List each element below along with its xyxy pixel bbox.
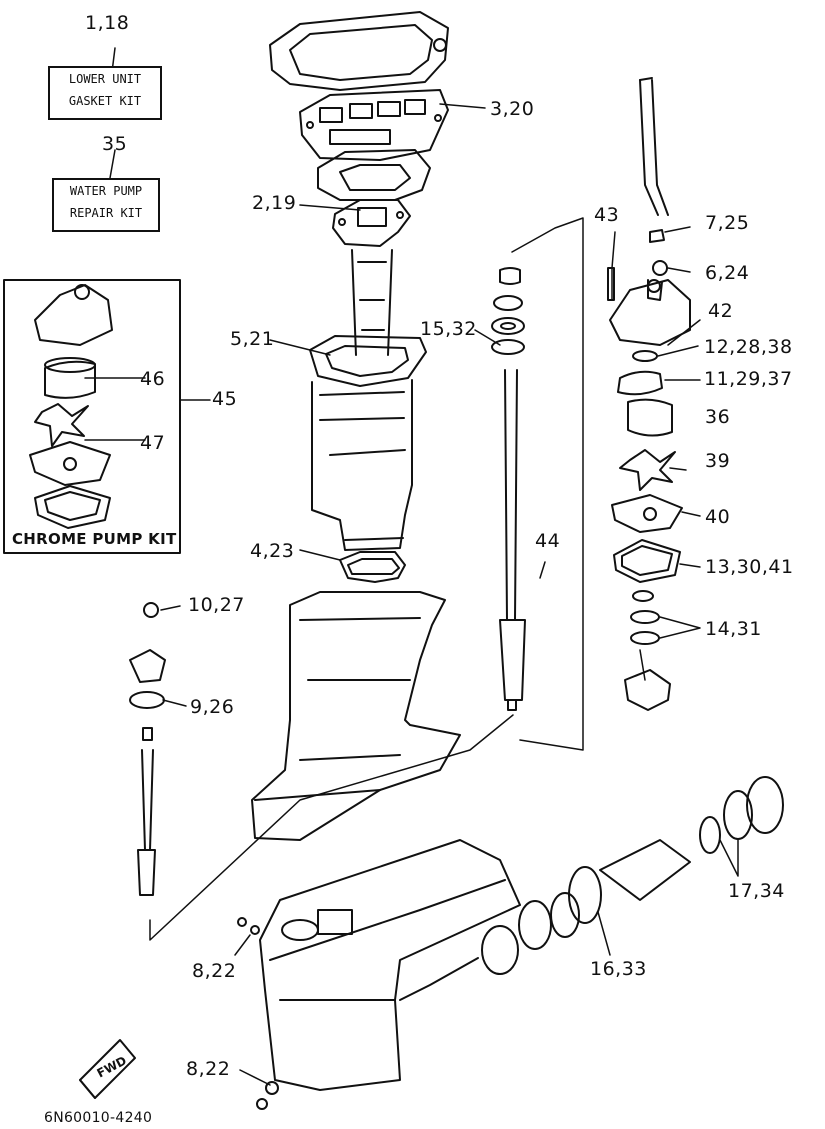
chrome-pump-kit-frame: [3, 279, 181, 554]
lower-unit-line1: LOWER UNIT: [68, 72, 142, 86]
callout-2-19: 2,19: [252, 192, 297, 214]
callout-47: 47: [140, 432, 166, 454]
lower-casing: [251, 591, 461, 841]
shift-rod: [129, 602, 166, 896]
callout-16-33: 16,33: [590, 958, 647, 980]
lower-unit-line2: GASKET KIT: [68, 94, 142, 108]
callout-10-27: 10,27: [188, 594, 245, 616]
callout-11-29-37: 11,29,37: [704, 368, 793, 390]
lower-unit-gasket-kit-box: LOWER UNIT GASKET KIT: [48, 66, 162, 120]
kit-ref-chrome-pump: 45: [212, 388, 238, 410]
callout-14-31: 14,31: [705, 618, 762, 640]
top-gasket-plate: [269, 11, 449, 91]
drawing-code: 6N60010-4240: [44, 1110, 153, 1126]
drive-shaft: [499, 369, 526, 711]
water-pump-repair-kit-box: WATER PUMP REPAIR KIT: [52, 178, 160, 232]
fwd-arrow-head: [79, 1079, 96, 1099]
pump-parts-stack: [611, 229, 683, 711]
callout-8-22-b: 8,22: [186, 1058, 231, 1080]
chrome-kit-parts: [29, 357, 111, 529]
callout-46: 46: [140, 368, 166, 390]
callout-44: 44: [535, 530, 561, 552]
chrome-kit-pump-housing: [34, 284, 113, 346]
callout-6-24: 6,24: [705, 262, 750, 284]
callout-40: 40: [705, 506, 731, 528]
water-pump-housing: [609, 279, 691, 346]
callout-12-28-38: 12,28,38: [704, 336, 793, 358]
callout-43: 43: [594, 204, 620, 226]
connector-lines: [149, 217, 646, 941]
upper-casing: [311, 379, 413, 551]
callout-9-26: 9,26: [190, 696, 235, 718]
kit-ref-water-pump: 35: [102, 133, 128, 155]
callout-8-22-a: 8,22: [192, 960, 237, 982]
callout-13-30-41: 13,30,41: [705, 556, 794, 578]
propeller-shaft-group: [399, 776, 784, 1001]
callout-5-21: 5,21: [230, 328, 275, 350]
gasket-2-19: [332, 199, 411, 247]
callout-39: 39: [705, 450, 731, 472]
gear-case: [259, 839, 521, 1091]
kit-ref-lower-unit: 1,18: [85, 12, 130, 34]
fastener-8-22-b: [256, 1081, 279, 1110]
water-pump-line2: REPAIR KIT: [69, 206, 143, 220]
callout-36: 36: [705, 406, 731, 428]
callout-42: 42: [708, 300, 734, 322]
callout-17-34: 17,34: [728, 880, 785, 902]
bolt-43: [607, 267, 615, 301]
callout-3-20: 3,20: [490, 98, 535, 120]
fastener-8-22-a: [237, 917, 260, 935]
callout-7-25: 7,25: [705, 212, 750, 234]
gasket-5-21: [309, 335, 427, 387]
chrome-pump-kit-title: CHROME PUMP KIT: [12, 530, 177, 548]
leader-lines: [84, 47, 739, 1086]
water-pump-line1: WATER PUMP: [69, 184, 143, 198]
lower-unit-gasket-3-20: [299, 89, 449, 161]
drive-shaft-housing-tube: [351, 249, 393, 356]
water-tube: [639, 77, 669, 216]
gasket-4-23: [339, 551, 406, 583]
callout-15-32: 15,32: [420, 318, 477, 340]
upper-housing-plate: [317, 149, 431, 201]
callout-4-23: 4,23: [250, 540, 295, 562]
drive-shaft-bearing-stack: [491, 267, 525, 355]
